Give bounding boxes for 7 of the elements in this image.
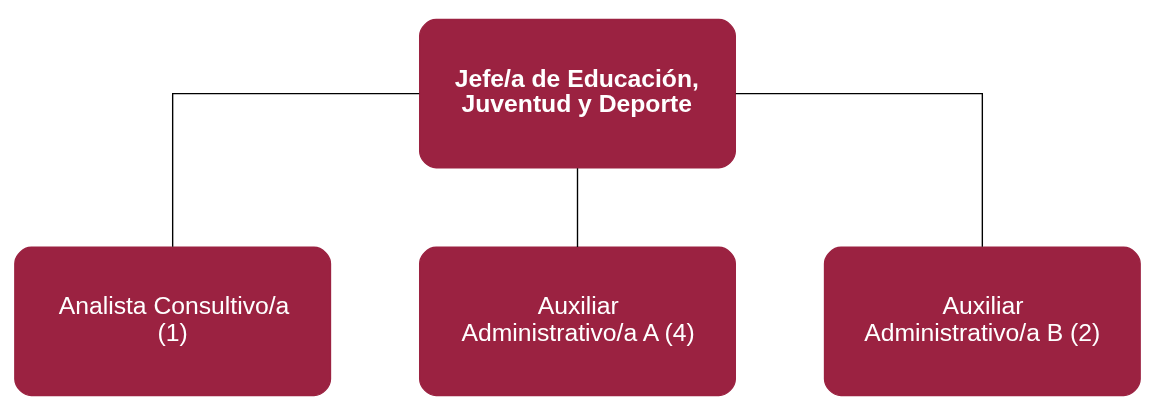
connector <box>171 92 420 247</box>
connector <box>735 92 984 247</box>
node-box: Auxiliar Administrativo/a A (4) <box>419 246 736 396</box>
node-box: Auxiliar Administrativo/a B (2) <box>823 246 1141 396</box>
node-box: Analista Consultivo/a (1) <box>14 246 332 396</box>
connector <box>576 167 579 248</box>
node-box: Jefe/a de Educación, Juventud y Deporte <box>419 18 736 168</box>
